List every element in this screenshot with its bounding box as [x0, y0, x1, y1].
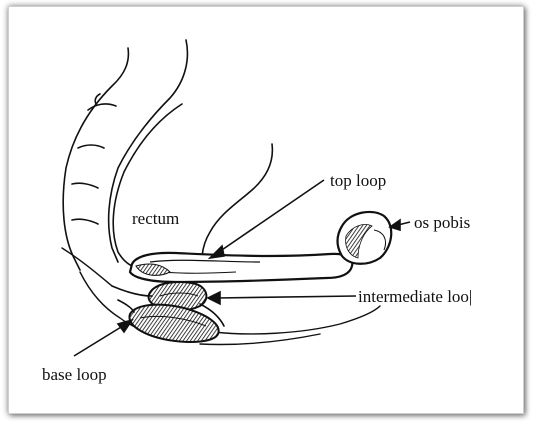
arrow-intermediate-loop	[206, 290, 357, 306]
label-intermediate-loop: intermediate loo|	[358, 287, 472, 306]
arrow-os-pubis	[388, 218, 411, 232]
label-rectum: rectum	[132, 209, 179, 228]
arrow-top-loop	[207, 179, 325, 260]
label-top-loop: top loop	[330, 171, 386, 190]
top-loop	[128, 251, 354, 284]
label-base-loop: base loop	[42, 365, 107, 384]
sacrum-outline	[62, 39, 189, 271]
intermediate-loop	[147, 281, 208, 312]
loop-strands	[111, 285, 225, 327]
arrow-base-loop	[73, 318, 134, 357]
rectum-wall	[112, 103, 274, 269]
os-pubis	[336, 210, 393, 265]
pointer-arrows	[73, 179, 411, 357]
base-loop	[128, 303, 220, 343]
label-os-pubis: os pobis	[414, 213, 470, 232]
figure-frame	[8, 6, 524, 414]
